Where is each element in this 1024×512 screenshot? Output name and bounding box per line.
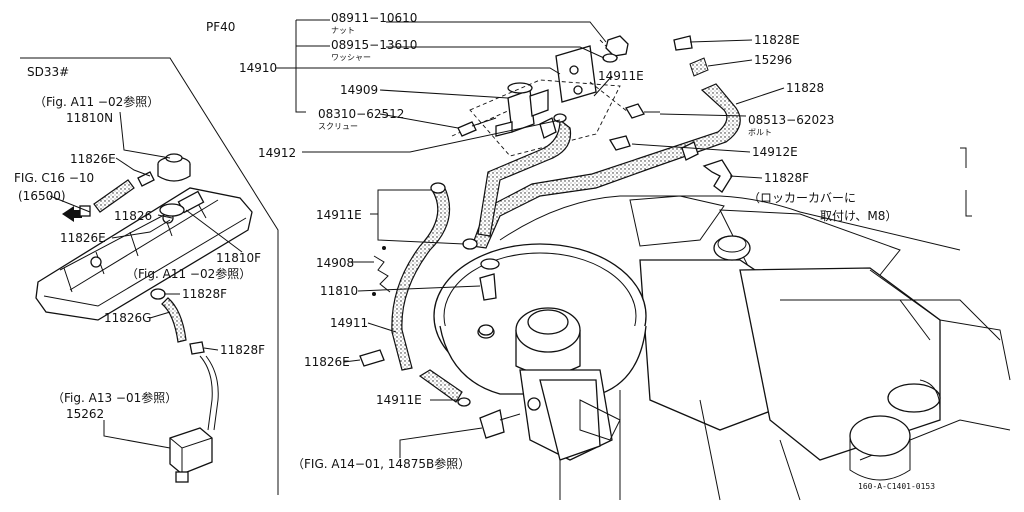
note-m8: 取付け、M8） bbox=[820, 209, 897, 223]
ref-a14: （FIG. A14−01, 14875B参照） bbox=[292, 456, 470, 471]
air-cleaner bbox=[433, 243, 647, 461]
pcv-valve-14909 bbox=[495, 82, 557, 139]
clip-14912e bbox=[608, 135, 631, 151]
label-11826e-left-top: 11826E bbox=[70, 152, 116, 166]
label-08310: 08310−62512 bbox=[318, 107, 404, 121]
label-15262: 15262 bbox=[66, 407, 104, 421]
washer-08915 bbox=[602, 53, 618, 63]
label-11826g: 11826G bbox=[104, 311, 151, 325]
label-14908: 14908 bbox=[316, 256, 354, 270]
screw-08310 bbox=[457, 117, 497, 137]
inset-panel bbox=[20, 57, 279, 495]
hose-14911 bbox=[391, 182, 500, 371]
label-16500: (16500) bbox=[18, 189, 66, 203]
breather-cap-11810n bbox=[157, 153, 191, 182]
label-14911: 14911 bbox=[330, 316, 368, 330]
bolt-08513 bbox=[625, 103, 660, 119]
ref-a11-top: （Fig. A11 −02参照） bbox=[34, 94, 159, 109]
label-08310-sub: スクリュー bbox=[318, 122, 358, 131]
canister-15262 bbox=[169, 355, 219, 483]
ref-a13: （Fig. A13 −01参照） bbox=[52, 390, 177, 405]
label-14912e: 14912E bbox=[752, 145, 798, 159]
hose-11828 bbox=[471, 35, 741, 249]
nut-08911 bbox=[605, 35, 629, 57]
label-11826e-left: 11826E bbox=[60, 231, 106, 245]
model-code: PF40 bbox=[206, 20, 235, 34]
label-11828: 11828 bbox=[786, 81, 824, 95]
clip-11826e-low bbox=[359, 349, 385, 367]
label-11828f-left: 11828F bbox=[182, 287, 227, 301]
rocker-cover-left bbox=[35, 187, 253, 321]
label-08911-sub: ナット bbox=[331, 26, 355, 35]
doc-number: 160-A-C1401-0153 bbox=[858, 482, 935, 491]
label-14911e-top: 14911E bbox=[598, 69, 644, 83]
label-14910: 14910 bbox=[239, 61, 277, 75]
label-08915-sub: ワッシャー bbox=[331, 53, 371, 62]
label-11810f: 11810F bbox=[216, 251, 261, 265]
hose-14911e-low bbox=[418, 369, 521, 439]
bracket-11828f-right bbox=[702, 159, 733, 193]
arrow-icon bbox=[62, 205, 91, 222]
fig-c16: FIG. C16 −10 bbox=[14, 171, 94, 185]
label-14911e-low: 14911E bbox=[376, 393, 422, 407]
label-11810: 11810 bbox=[320, 284, 358, 298]
variant-label: SD33# bbox=[27, 65, 69, 79]
ref-a11-mid: （Fig. A11 −02参照） bbox=[126, 266, 251, 281]
hose-11826g bbox=[150, 288, 205, 355]
label-11810n: 11810N bbox=[66, 111, 113, 125]
label-11826: 11826 bbox=[114, 209, 152, 223]
label-14909: 14909 bbox=[340, 83, 378, 97]
clip-14908 bbox=[372, 246, 391, 296]
label-11828e: 11828E bbox=[754, 33, 800, 47]
note-rocker: （ロッカーカバーに bbox=[748, 191, 856, 205]
hose-11826 bbox=[93, 171, 155, 213]
engine-block bbox=[499, 147, 1011, 501]
label-08513: 08513−62023 bbox=[748, 113, 834, 127]
label-11828f-left2: 11828F bbox=[220, 343, 265, 357]
label-15296: 15296 bbox=[754, 53, 792, 67]
label-08911: 08911−10610 bbox=[331, 11, 417, 25]
leader-lines bbox=[49, 19, 785, 458]
label-11828f-right: 11828F bbox=[764, 171, 809, 185]
label-08513-sub: ボルト bbox=[748, 128, 772, 137]
hose-14912 bbox=[477, 113, 572, 237]
label-11826e-low: 11826E bbox=[304, 355, 350, 369]
clip-15296 bbox=[689, 57, 709, 77]
label-14912: 14912 bbox=[258, 146, 296, 160]
bracket-14910 bbox=[451, 39, 629, 157]
label-08915: 08915−13610 bbox=[331, 38, 417, 52]
label-14911e-mid: 14911E bbox=[316, 208, 362, 222]
